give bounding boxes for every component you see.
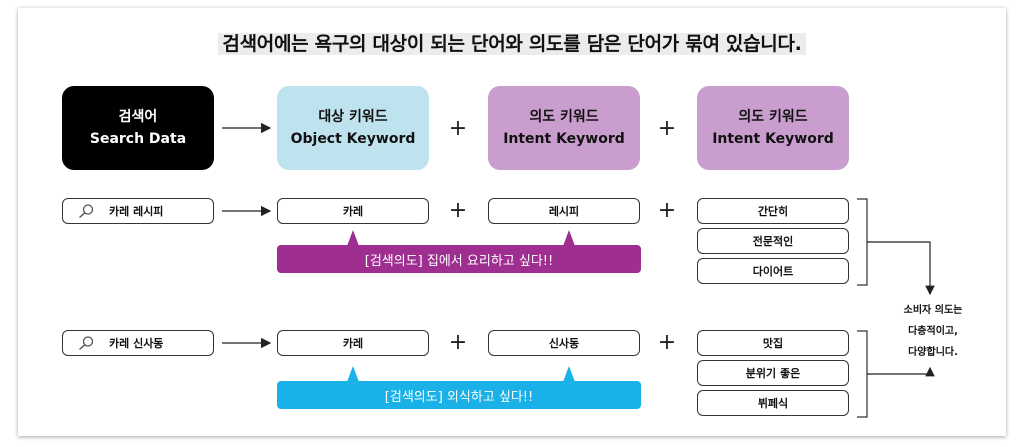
- search-query-text: 카레 신사동: [109, 337, 164, 350]
- consumer-intent-note: 소비자 의도는 다층적이고, 다양합니다.: [893, 300, 973, 363]
- plus-sign: +: [448, 198, 468, 223]
- search-data-box: 검색어 Search Data: [62, 86, 214, 170]
- object-keyword-label-en: Object Keyword: [290, 131, 416, 147]
- banner-pointer: [563, 230, 575, 246]
- options-bracket: [857, 198, 868, 286]
- arrow-to-note: [867, 241, 935, 296]
- intent-option-chip: 맛집: [697, 330, 849, 356]
- banner-pointer: [563, 366, 575, 382]
- plus-sign: +: [657, 116, 677, 141]
- note-line: 다양합니다.: [908, 347, 958, 358]
- object-keyword-box: 대상 키워드 Object Keyword: [277, 86, 429, 170]
- search-intent-banner: [검색의도] 집에서 요리하고 싶다!!: [277, 245, 641, 273]
- plus-sign: +: [657, 198, 677, 223]
- intent-keyword-label-en: Intent Keyword: [503, 131, 625, 147]
- banner-pointer: [347, 230, 359, 246]
- intent-keyword-label-en: Intent Keyword: [712, 131, 834, 147]
- search-query-box: 카레 신사동: [62, 330, 214, 356]
- intent-keyword-chip: 레시피: [488, 198, 640, 224]
- intent-option-chip: 분위기 좋은: [697, 360, 849, 386]
- options-bracket: [857, 330, 868, 418]
- arrow-to-note: [867, 366, 935, 377]
- intent-option-chip: 전문적인: [697, 228, 849, 254]
- plus-sign: +: [448, 116, 468, 141]
- intent-option-chip: 다이어트: [697, 258, 849, 284]
- object-keyword-label-ko: 대상 키워드: [318, 109, 388, 125]
- intent-option-chip: 뷔페식: [697, 390, 849, 416]
- object-keyword-chip: 카레: [277, 198, 429, 224]
- intent-keyword-chip: 신사동: [488, 330, 640, 356]
- intent-keyword-label-ko: 의도 키워드: [529, 109, 599, 125]
- search-icon: [79, 204, 94, 219]
- search-query-text: 카레 레시피: [109, 205, 164, 218]
- object-keyword-chip: 카레: [277, 330, 429, 356]
- diagram-title: 검색어에는 욕구의 대상이 되는 단어와 의도를 담은 단어가 묶여 있습니다.: [0, 29, 1024, 56]
- note-line: 다층적이고,: [908, 326, 958, 337]
- plus-sign: +: [657, 330, 677, 355]
- intent-keyword-label-ko: 의도 키워드: [738, 109, 808, 125]
- search-query-box: 카레 레시피: [62, 198, 214, 224]
- intent-keyword-box-1: 의도 키워드 Intent Keyword: [488, 86, 640, 170]
- banner-pointer: [347, 366, 359, 382]
- search-data-label-en: Search Data: [89, 131, 187, 147]
- search-data-label-ko: 검색어: [118, 109, 158, 125]
- search-icon: [79, 336, 94, 351]
- search-intent-banner: [검색의도] 외식하고 싶다!!: [277, 381, 641, 409]
- note-line: 소비자 의도는: [903, 305, 963, 316]
- intent-option-chip: 간단히: [697, 198, 849, 224]
- plus-sign: +: [448, 330, 468, 355]
- intent-keyword-box-2: 의도 키워드 Intent Keyword: [697, 86, 849, 170]
